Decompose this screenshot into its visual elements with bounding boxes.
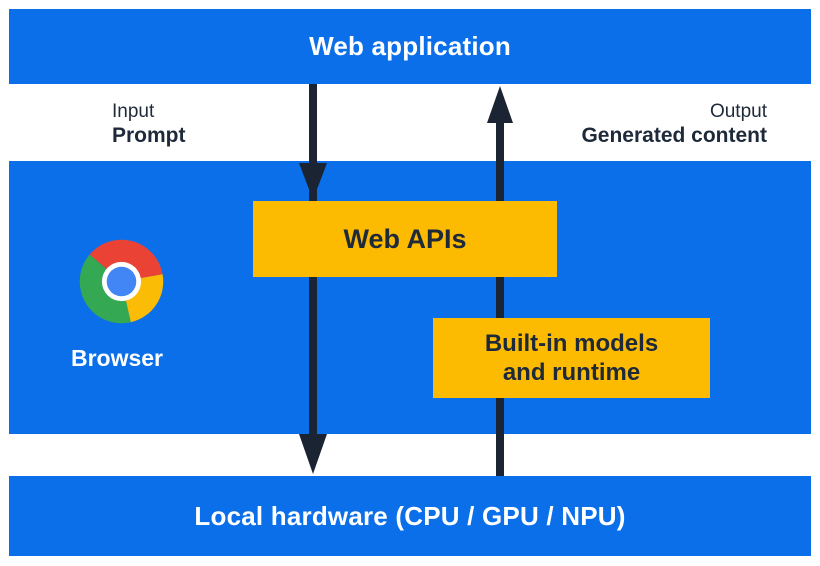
chrome-blue-center [106, 266, 137, 297]
builtin-models-label: Built-in models and runtime [485, 329, 658, 387]
input-category-label: Input [112, 101, 155, 122]
web-apis-box: Web APIs [253, 201, 557, 277]
builtin-models-label-line1: Built-in models [484, 330, 659, 357]
web-apis-label: Web APIs [343, 223, 467, 254]
input-annotation: Input Prompt [112, 100, 186, 149]
local-hardware-label: Local hardware (CPU / GPU / NPU) [194, 500, 626, 531]
input-value-label: Prompt [112, 124, 186, 147]
output-arrowhead-top-icon [487, 86, 513, 123]
builtin-models-label-line2: and runtime [502, 359, 641, 386]
local-hardware-band: Local hardware (CPU / GPU / NPU) [9, 476, 811, 556]
web-application-band: Web application [9, 9, 811, 84]
input-arrowhead-bottom-icon [299, 434, 327, 474]
chrome-logo-icon [79, 239, 164, 324]
output-value-label: Generated content [581, 124, 767, 147]
output-annotation: Output Generated content [581, 100, 767, 149]
builtin-models-box: Built-in models and runtime [433, 318, 710, 398]
chrome-red-segment [89, 239, 163, 282]
web-application-label: Web application [309, 31, 511, 61]
browser-label: Browser [70, 345, 164, 371]
output-category-label: Output [709, 101, 767, 122]
